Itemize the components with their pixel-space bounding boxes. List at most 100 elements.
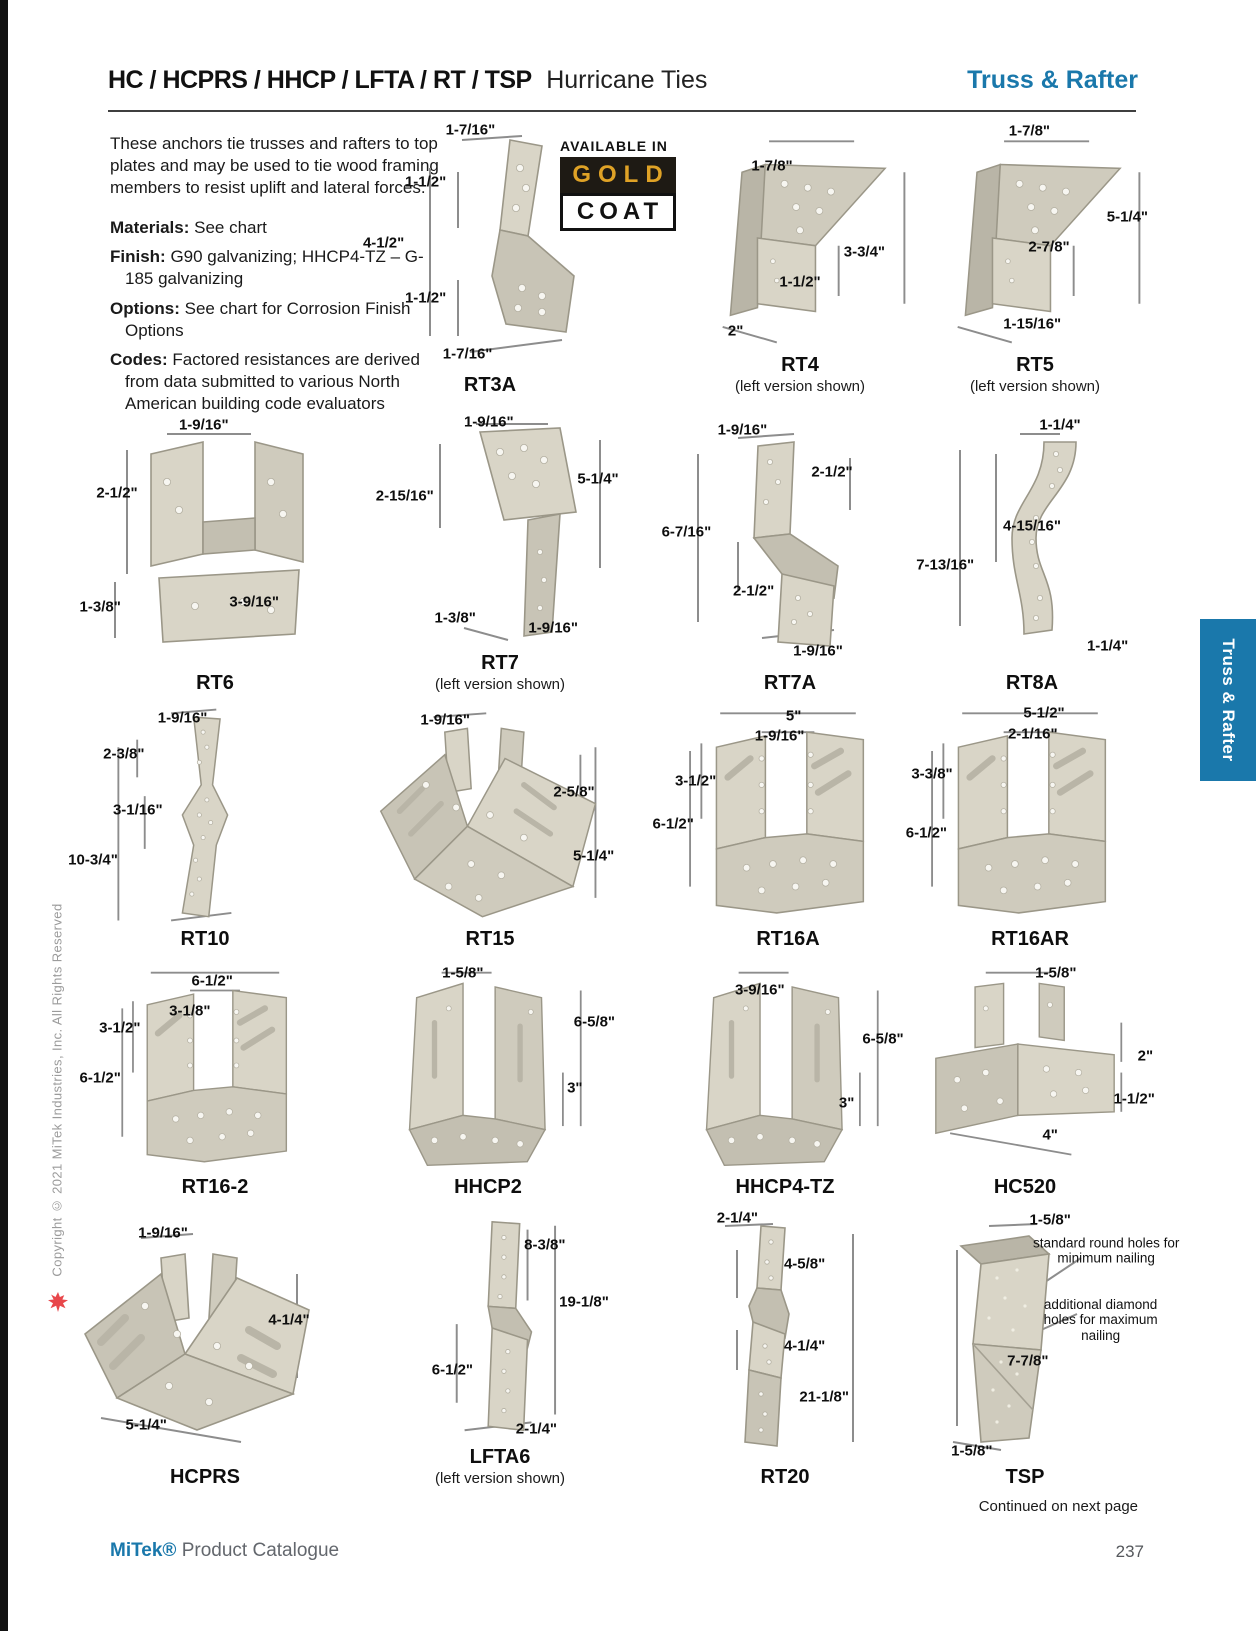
spec-codes: Codes: Factored resistances are derived …	[110, 349, 420, 413]
product-card: 1-7/16"1-1/2"4-1/2"1-1/2"1-7/16"RT3A	[350, 121, 630, 406]
dimension-label: 4"	[1042, 1126, 1058, 1144]
dimension-label: 6-1/2"	[79, 1069, 121, 1087]
dimension-label: 3-1/8"	[169, 1002, 211, 1020]
footer-brand-suffix: Product Catalogue	[181, 1540, 340, 1561]
annotation-note: standard round holes for minimum nailing	[1033, 1235, 1180, 1266]
product-card: 1-9/16"2-1/2"6-7/16"2-1/2"1-9/16"RT7A	[650, 412, 930, 704]
product-diagram: 1-9/16"2-1/2"6-7/16"2-1/2"1-9/16"	[650, 412, 930, 672]
dimension-label: 1-5/8"	[1029, 1211, 1071, 1229]
badge-coat: COAT	[560, 193, 676, 231]
product-subcaption: (left version shown)	[969, 378, 1101, 395]
product-name: RT3A	[463, 374, 517, 396]
product-name: RT10	[180, 928, 230, 950]
product-name: LFTA6	[469, 1446, 531, 1468]
product-name: RT8A	[1005, 672, 1059, 694]
dimension-label: 19-1/8"	[559, 1293, 609, 1311]
product-card: 3-9/16"6-5/8"3"HHCP4-TZ	[645, 962, 925, 1208]
maple-leaf-icon	[48, 1292, 68, 1312]
dimension-label: 1-1/2"	[1113, 1090, 1155, 1108]
dimension-label: 21-1/8"	[799, 1388, 850, 1406]
product-card: 1-5/8" 7-7/8" 1-5/8" standard round holes f…	[885, 1210, 1179, 1498]
dimension-label: 7-7/8"	[1007, 1352, 1049, 1370]
dimension-label: 4-5/8"	[783, 1255, 826, 1273]
page-title: Hurricane Ties	[546, 66, 708, 94]
product-diagram: 2-1/4"4-5/8"4-1/4"21-1/8"	[645, 1209, 925, 1466]
badge-gold: GOLD	[560, 157, 676, 193]
dimension-label: 1-9/16"	[754, 727, 805, 745]
product-name: HHCP2	[454, 1176, 522, 1198]
spec-materials: Materials: See chart	[110, 218, 267, 238]
product-subcaption: (left version shown)	[434, 1470, 566, 1487]
product-diagram: 1-9/16"2-1/2"1-3/8"3-9/16"	[75, 412, 355, 672]
dimension-label: 5"	[785, 707, 802, 725]
dimension-label: 2-5/8"	[553, 783, 595, 801]
dimension-label: 3-3/8"	[911, 765, 953, 783]
dimension-label: 1-9/16"	[528, 619, 579, 637]
dimension-label: 6-7/16"	[661, 523, 712, 541]
category-heading: Truss & Rafter	[967, 66, 1138, 94]
product-name: TSP	[1005, 1466, 1045, 1488]
product-card: 1-9/16"2-1/2"1-3/8"3-9/16"RT6	[75, 412, 355, 704]
dimension-label: 1-5/8"	[951, 1442, 993, 1460]
product-diagram: 1-5/8" 2" 1-1/2" 4"	[885, 962, 1165, 1176]
dimension-label: 1-9/16"	[463, 413, 514, 431]
dimension-label: 3-9/16"	[229, 593, 280, 611]
dimension-label: 3-1/2"	[674, 772, 717, 790]
product-diagram: 3-9/16"6-5/8"3"	[645, 962, 925, 1176]
product-card: 2-1/4"4-5/8"4-1/4"21-1/8"RT20	[645, 1209, 925, 1498]
dimension-label: 1-1/2"	[404, 173, 447, 191]
product-diagram: 1-1/4"4-15/16"7-13/16"1-1/4"	[892, 412, 1172, 672]
dimension-label: 1-1/2"	[779, 273, 821, 291]
dimension-label: 1-15/16"	[1003, 315, 1062, 333]
dimension-label: 10-3/4"	[68, 851, 118, 869]
dimension-label: 6-1/2"	[431, 1361, 474, 1379]
product-name: RT15	[465, 928, 515, 950]
product-diagram: 6-1/2"3-1/8"3-1/2"6-1/2"	[75, 962, 355, 1176]
spec-options: Options: See chart for Corrosion Finish …	[110, 298, 411, 340]
category-side-tab: Truss & Rafter	[1200, 619, 1256, 781]
product-subcaption: (left version shown)	[434, 676, 566, 693]
dimension-label: 1-7/16"	[445, 121, 496, 139]
dimension-label: 5-1/4"	[572, 847, 615, 865]
dimension-label: 4-1/4"	[268, 1311, 310, 1329]
product-name: RT4	[781, 354, 819, 376]
dimension-label: 8-3/8"	[524, 1236, 566, 1254]
dimension-label: 6-1/2"	[652, 815, 694, 833]
header-rule	[108, 110, 1136, 112]
product-card: 1-5/8"6-5/8"3"HHCP2	[348, 962, 628, 1208]
dimension-label: 3"	[567, 1079, 583, 1097]
product-card: 1-9/16"4-1/4"5-1/4"HCPRS	[65, 1210, 345, 1498]
dimension-label: 6-1/2"	[191, 972, 233, 990]
dimension-label: 1-9/16"	[717, 421, 768, 439]
dimension-label: 1-7/8"	[1008, 122, 1051, 140]
category-side-tab-label: Truss & Rafter	[1219, 638, 1238, 762]
dimension-label: 1-7/16"	[442, 345, 493, 363]
dimension-label: 4-1/4"	[783, 1337, 826, 1355]
product-diagram: 5-1/2"2-1/16"3-3/8"6-1/2"	[890, 702, 1170, 928]
dimension-label: 1-3/8"	[79, 598, 121, 616]
product-diagram: 1-9/16"2-5/8"5-1/4"	[350, 702, 630, 928]
product-card: 1-9/16"2-3/8"3-1/16"10-3/4"RT10	[65, 702, 345, 960]
dimension-label: 2"	[1137, 1047, 1154, 1065]
copyright-vertical: Copyright © 2021 MiTek Industries, Inc. …	[49, 903, 65, 1277]
product-diagram: 8-3/8"19-1/8"6-1/2"2-1/4"	[360, 1210, 640, 1446]
footer-brand: MiTek® Product Catalogue	[110, 1540, 339, 1562]
dimension-label: 3-3/4"	[843, 243, 886, 261]
dimension-label: 5-1/4"	[125, 1416, 167, 1434]
footer-brand-name: MiTek®	[110, 1540, 177, 1561]
dimension-label: 1-9/16"	[178, 416, 229, 434]
dimension-label: 5-1/4"	[1106, 208, 1149, 226]
dimension-label: 1-7/8"	[751, 157, 793, 175]
dimension-label: 1-5/8"	[1035, 964, 1077, 982]
product-diagram: 1-7/16"1-1/2"4-1/2"1-1/2"1-7/16"	[350, 121, 630, 374]
dimension-label: 2-15/16"	[375, 487, 434, 505]
dimension-label: 2-3/8"	[103, 745, 145, 763]
product-card: 1-9/16"5-1/4"2-15/16"1-3/8"1-9/16"RT7(le…	[360, 412, 640, 704]
annotation-note: additional diamond holes for maximum nai…	[1043, 1297, 1158, 1343]
product-name: RT6	[196, 672, 234, 694]
dimension-label: 3"	[838, 1094, 855, 1112]
product-diagram: 5" 1-9/16" 3-1/2" 6-1/2"	[648, 702, 928, 928]
dimension-label: 4-15/16"	[1003, 517, 1061, 535]
dimension-label: 2-1/2"	[811, 463, 853, 481]
